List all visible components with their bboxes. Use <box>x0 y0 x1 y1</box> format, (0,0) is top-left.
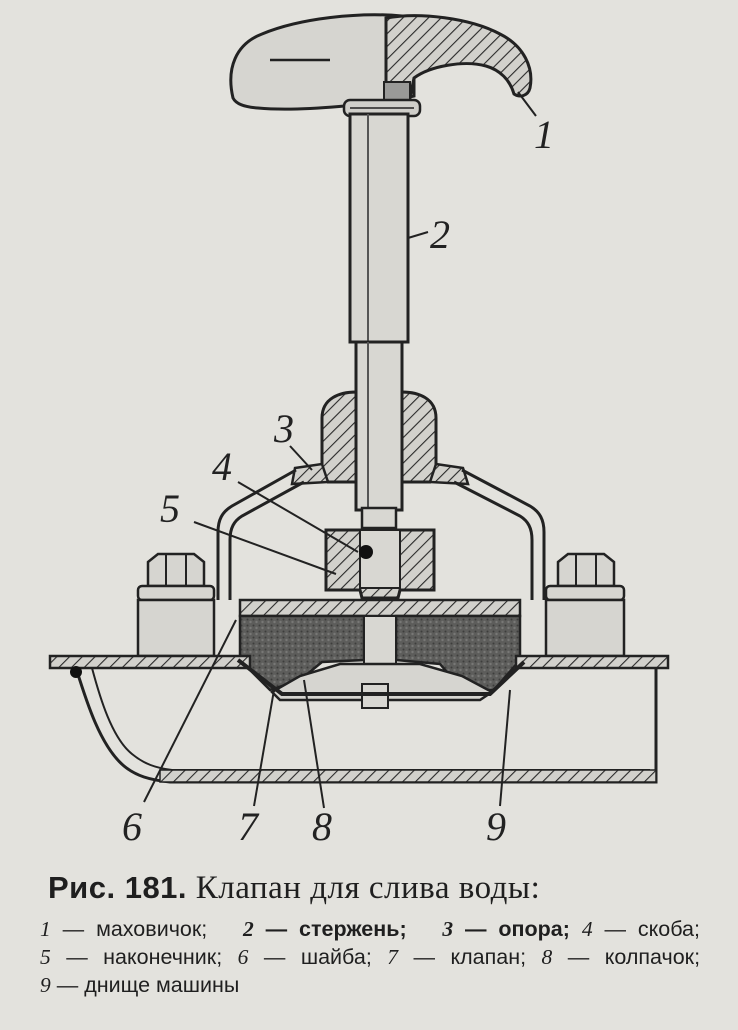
callout-3: 3 <box>273 406 294 451</box>
callout-1: 1 <box>534 112 554 157</box>
valve-drawing: 1 2 3 4 5 6 7 8 9 <box>48 13 670 849</box>
figure-title: Клапан для слива воды: <box>195 870 541 906</box>
legend-item: 6 — шайба; <box>237 945 372 969</box>
washer <box>238 598 522 618</box>
callout-8: 8 <box>312 804 332 849</box>
tip <box>324 528 436 600</box>
legend-item: 7 — клапан; <box>387 945 527 969</box>
callout-4: 4 <box>212 444 232 489</box>
right-bolt <box>544 552 626 658</box>
callout-6: 6 <box>122 804 142 849</box>
legend-item: 3 — опора; <box>442 917 570 941</box>
support <box>290 390 470 486</box>
callout-7: 7 <box>238 804 260 849</box>
stem <box>348 112 410 530</box>
bracket <box>216 468 546 600</box>
machine-bottom <box>48 654 670 784</box>
leader-lines <box>143 91 537 809</box>
figure-label: Рис. 181. <box>48 870 188 905</box>
valve <box>238 614 522 692</box>
legend-item: 9 — днище машины <box>40 973 240 997</box>
cap <box>269 662 495 709</box>
legend-item: 8 — колпачок; <box>541 945 701 969</box>
legend-item: 5 — наконечник; <box>40 945 223 969</box>
legend-item: 1 — маховичок; <box>40 917 208 941</box>
handwheel <box>229 13 533 118</box>
callout-2: 2 <box>430 212 450 257</box>
callout-9: 9 <box>486 804 506 849</box>
figure-caption-title: Рис. 181. Клапан для слива воды: <box>48 870 738 907</box>
figure-legend: 1 — маховичок; 2 — стержень; 3 — опора; … <box>40 915 700 999</box>
left-bolt <box>136 552 216 658</box>
legend-item: 2 — стержень; <box>242 917 407 941</box>
legend-item: 4 — скоба; <box>581 917 700 941</box>
callout-5: 5 <box>160 486 180 531</box>
